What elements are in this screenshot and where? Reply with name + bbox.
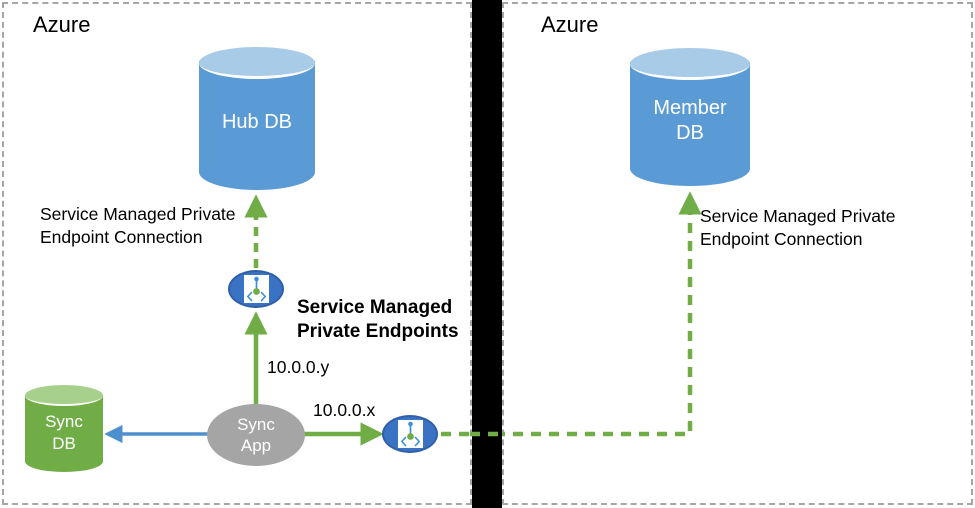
sync-db-node[interactable]: Sync DB [25,385,103,472]
member-db-node[interactable]: Member DB [630,48,750,186]
sync-app-node[interactable]: Sync App [207,404,305,466]
hub-db-node[interactable]: Hub DB [199,47,315,190]
private-endpoints-title: Service Managed Private Endpoints [297,297,459,342]
sync-app-label-line1: Sync [237,415,275,434]
database-cylinder-top-icon [25,385,103,406]
private-endpoint-icon [397,420,423,448]
ip-label-hub: 10.0.0.y [267,357,330,377]
azure-zone-right-label: Azure [541,12,599,37]
database-cylinder-icon [630,62,750,186]
database-cylinder-icon [25,395,103,472]
database-cylinder-top-icon [199,47,315,79]
private-endpoint-upper-node[interactable] [228,270,284,308]
member-connection-annotation: Service Managed Private Endpoint Connect… [700,206,896,249]
azure-zone-left-label: Azure [33,12,91,37]
hub-connection-annotation: Service Managed Private Endpoint Connect… [40,204,236,247]
sync-app-label-line2: App [240,436,272,455]
database-cylinder-icon [199,61,315,190]
network-boundary-divider [472,0,502,508]
private-endpoint-icon [243,275,269,303]
private-endpoint-lower-node[interactable] [382,415,438,453]
ip-label-member: 10.0.0.x [313,400,376,420]
database-cylinder-top-icon [630,48,750,80]
